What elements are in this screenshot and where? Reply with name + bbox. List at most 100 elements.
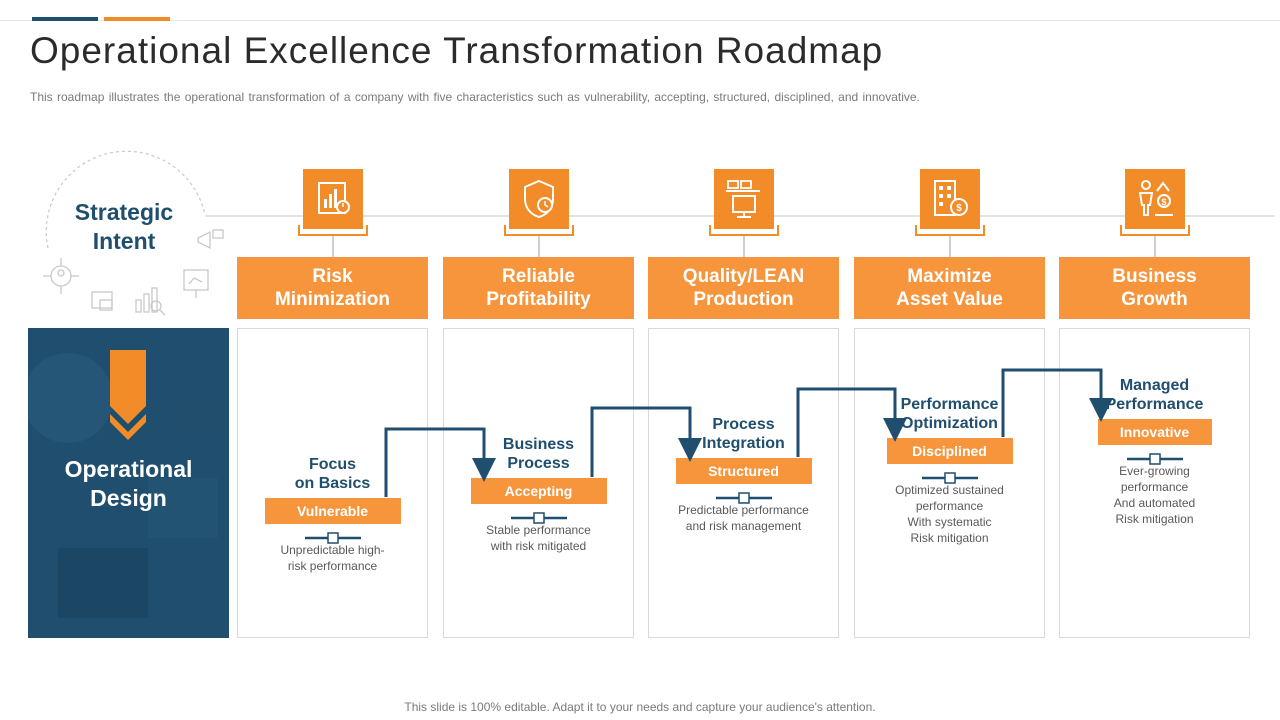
column-3-description: Predictable performance and risk manageme… <box>648 502 839 534</box>
page-subtitle: This roadmap illustrates the operational… <box>30 90 920 104</box>
column-2-stage-line-1: Business <box>502 436 575 453</box>
column-1-icon-bracket <box>297 225 368 236</box>
column-2-description-line: Stable performance <box>486 523 591 537</box>
column-5-stage-line-1: Managed <box>1119 377 1190 394</box>
svg-text:$: $ <box>1161 197 1166 207</box>
shield-clock-icon <box>523 179 554 219</box>
column-1-description: Unpredictable high-risk performance <box>237 542 428 574</box>
column-5-icon-box: $ <box>1124 169 1185 229</box>
top-rule <box>0 20 1280 21</box>
slider-icon <box>1126 453 1183 465</box>
accent-bar-blue <box>32 17 98 21</box>
person-growth-icon: $ <box>1138 180 1173 216</box>
column-4-description-line: Optimized sustained <box>895 483 1004 497</box>
operational-design-label: Operational Design <box>28 455 229 513</box>
column-2-heading-line-2: Profitability <box>486 289 591 310</box>
column-1-stage-tag: Vulnerable <box>264 498 401 524</box>
column-3-icon-box <box>713 169 774 229</box>
column-2-stage-line-2: Process <box>507 455 570 472</box>
column-4-stage-tag: Disciplined <box>886 438 1013 464</box>
column-3-connector <box>742 236 745 258</box>
strategic-intent-label: Strategic Intent <box>60 198 188 256</box>
column-5-description-line: Ever-growing <box>1119 464 1190 478</box>
chevron-down-icon <box>110 350 146 440</box>
column-1-connector <box>331 236 334 258</box>
footer-note: This slide is 100% editable. Adapt it to… <box>404 700 876 714</box>
column-4-heading-line-1: Maximize <box>907 266 992 287</box>
svg-text:$: $ <box>956 203 962 214</box>
column-3-icon-bracket <box>708 225 779 236</box>
slider-icon <box>715 492 772 504</box>
page-title: Operational Excellence Transformation Ro… <box>30 30 884 71</box>
column-5-connector <box>1153 236 1156 258</box>
column-3-stage-tag: Structured <box>675 458 812 484</box>
slider-icon <box>510 512 567 524</box>
operational-design-panel <box>28 328 229 638</box>
slider-icon <box>921 472 978 484</box>
column-3-description-line: Predictable performance <box>678 503 809 517</box>
column-1-stage-line-2: on Basics <box>294 475 371 492</box>
column-5-description-line: And automated <box>1113 496 1196 510</box>
column-3-stage-line-2: Integration <box>702 435 785 452</box>
column-2-heading-line-1: Reliable <box>502 266 575 287</box>
column-4-icon-bracket <box>914 225 985 236</box>
operational-design-line-1: Operational <box>64 456 193 482</box>
operational-design-line-2: Design <box>90 485 167 511</box>
column-5-heading-line-2: Growth <box>1121 289 1188 310</box>
column-1-heading-line-2: Minimization <box>274 289 391 310</box>
column-3-heading-line-2: Production <box>693 289 794 310</box>
accent-bar-orange <box>104 17 170 21</box>
column-1-stage-line-1: Focus <box>308 456 357 473</box>
column-5-heading-line-1: Business <box>1112 266 1197 287</box>
strategic-intent-line-1: Strategic <box>74 199 174 225</box>
building-dollar-icon: $ <box>933 180 968 216</box>
bar-chart-search-icon <box>135 287 166 316</box>
column-2-stage-tag: Accepting <box>470 478 607 504</box>
column-2-connector <box>537 236 540 258</box>
megaphone-icon <box>197 229 224 250</box>
column-5-stage-tag: Innovative <box>1097 419 1212 445</box>
column-1-heading-line-1: Risk <box>312 266 353 287</box>
column-1-description-line: risk performance <box>287 559 378 573</box>
column-4-description-line: With systematic <box>907 515 992 529</box>
folder-lock-icon <box>91 291 113 311</box>
column-5-icon-bracket <box>1119 225 1190 236</box>
column-1-stage-title: Focus on Basics <box>237 455 428 493</box>
column-5-description-line: Risk mitigation <box>1115 512 1194 526</box>
column-3-stage-line-1: Process <box>712 416 775 433</box>
column-2-description: Stable performance with risk mitigated <box>443 522 634 554</box>
chart-report-icon <box>317 182 350 214</box>
column-2-icon-box <box>508 169 569 229</box>
slider-icon <box>304 532 361 544</box>
column-5-stage-line-2: Performance <box>1105 396 1204 413</box>
strategic-intent-decoration <box>43 150 224 316</box>
column-4-connector <box>948 236 951 258</box>
column-4-description-line: Risk mitigation <box>910 531 989 545</box>
column-5-description-line: performance <box>1120 480 1189 494</box>
column-1-description-line: Unpredictable high- <box>280 543 385 557</box>
column-2-icon-bracket <box>503 225 574 236</box>
column-3-heading-line-1: Quality/LEAN <box>682 266 805 287</box>
network-person-icon <box>43 258 79 294</box>
column-4-description-line: performance <box>915 499 984 513</box>
column-4-stage-line-1: Performance <box>900 396 999 413</box>
column-2-description-line: with risk mitigated <box>490 539 587 553</box>
column-4-heading-line-2: Asset Value <box>896 289 1003 310</box>
column-4-icon-box: $ <box>919 169 980 229</box>
column-4-stage-line-2: Optimization <box>901 415 998 432</box>
conveyor-monitor-icon <box>725 180 760 218</box>
column-3-description-line: and risk management <box>685 519 802 533</box>
column-1-icon-box <box>302 169 363 229</box>
strategic-intent-line-2: Intent <box>92 228 156 254</box>
